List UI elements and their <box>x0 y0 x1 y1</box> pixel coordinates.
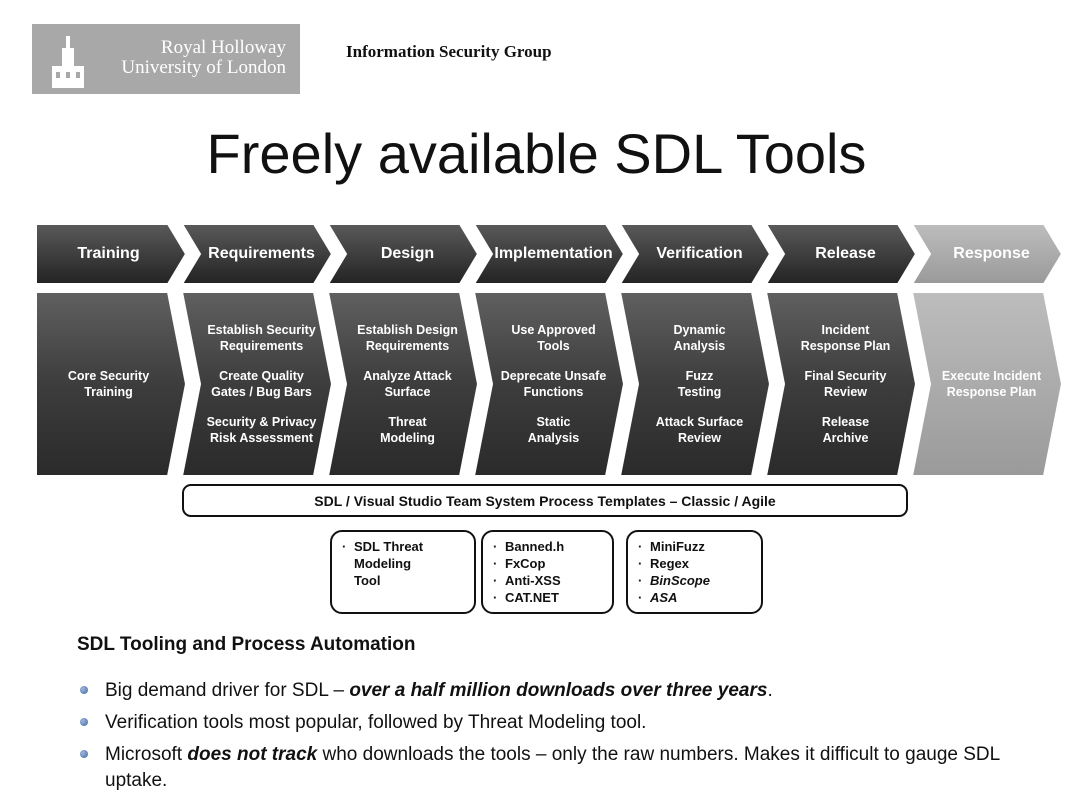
phase-label-requirements: Requirements <box>208 245 315 262</box>
phase-label-implementation: Implementation <box>494 245 613 262</box>
logo-line-2: University of London <box>121 57 286 78</box>
bullet-item: Microsoft does not track who downloads t… <box>80 742 1020 794</box>
phase-activity: Fuzz Testing <box>677 369 722 399</box>
phase-activity: Establish Security Requirements <box>207 323 316 353</box>
bullet-text-end: . <box>767 680 773 701</box>
phase-label-verification: Verification <box>656 245 743 262</box>
tool-item: Anti-XSS <box>493 572 602 589</box>
phase-activity: Execute Incident Response Plan <box>941 369 1042 399</box>
phase-activity: Create Quality Gates / Bug Bars <box>211 369 312 399</box>
bullet-text: Microsoft <box>105 744 188 765</box>
tool-item-text: BinScope <box>650 573 710 588</box>
phase-activity: Final Security Review <box>804 369 887 399</box>
phase-activities-response: Execute Incident Response Plan <box>930 292 1053 476</box>
bullet-item: Big demand driver for SDL – over a half … <box>80 678 1020 704</box>
tool-item-text: ASA <box>650 590 678 605</box>
bullet-emphasis: does not track <box>187 744 318 765</box>
phase-activity: Establish Design Requirements <box>357 323 458 353</box>
phase-activity: Analyze Attack Surface <box>363 369 452 399</box>
logo-text: Royal Holloway University of London <box>121 38 286 78</box>
phase-label-design: Design <box>380 245 435 262</box>
tool-item: FxCop <box>493 555 602 572</box>
tool-item: BinScope <box>638 572 751 589</box>
phase-activity: Core Security Training <box>67 369 150 399</box>
tool-item: Regex <box>638 555 751 572</box>
phase-activity: Static Analysis <box>527 415 580 445</box>
phase-activity: Attack Surface Review <box>655 415 744 445</box>
bullet-text: Verification tools most popular, followe… <box>105 712 647 733</box>
university-logo: Royal Holloway University of London <box>32 24 300 94</box>
phase-activity: Use Approved Tools <box>511 323 596 353</box>
process-templates-bar: SDL / Visual Studio Team System Process … <box>182 484 908 517</box>
phase-activity: Deprecate Unsafe Functions <box>500 369 607 399</box>
tool-item: Banned.h <box>493 538 602 555</box>
bullet-icon <box>80 750 88 758</box>
tool-item: CAT.NET <box>493 589 602 606</box>
phase-activity: Dynamic Analysis <box>673 323 726 353</box>
verification-toolbox: MiniFuzz Regex BinScope ASA <box>626 530 763 614</box>
phase-activity: Incident Response Plan <box>800 323 891 353</box>
implementation-toolbox: Banned.h FxCop Anti-XSS CAT.NET <box>481 530 614 614</box>
phase-activity: Threat Modeling <box>380 415 435 445</box>
tool-item: MiniFuzz <box>638 538 751 555</box>
threat-modeling-toolbox: SDL Threat Modeling Tool <box>330 530 476 614</box>
tool-item: ASA <box>638 589 751 606</box>
bullet-icon <box>80 686 88 694</box>
phase-activities-training: Core Security Training <box>40 292 177 476</box>
phase-label-response: Response <box>953 245 1030 262</box>
phase-label-release: Release <box>815 245 876 262</box>
tower-icon <box>52 36 84 88</box>
bullet-list: Big demand driver for SDL – over a half … <box>80 678 1020 800</box>
logo-line-1: Royal Holloway <box>160 37 286 58</box>
bullet-text: Big demand driver for SDL – <box>105 680 350 701</box>
group-name: Information Security Group <box>346 42 552 61</box>
phase-activity: Release Archive <box>821 415 870 445</box>
phase-activity: Security & Privacy Risk Assessment <box>206 415 317 445</box>
bullet-item: Verification tools most popular, followe… <box>80 710 1020 736</box>
bullet-icon <box>80 718 88 726</box>
section-heading: SDL Tooling and Process Automation <box>77 634 416 655</box>
tool-item: SDL Threat Modeling Tool <box>342 538 464 589</box>
phase-label-training: Training <box>77 245 140 262</box>
bullet-text-end: who downloads the tools – only the raw n… <box>105 744 1000 791</box>
bullet-emphasis: over a half million downloads over three… <box>349 680 768 701</box>
slide-title: Freely available SDL Tools <box>206 122 867 185</box>
